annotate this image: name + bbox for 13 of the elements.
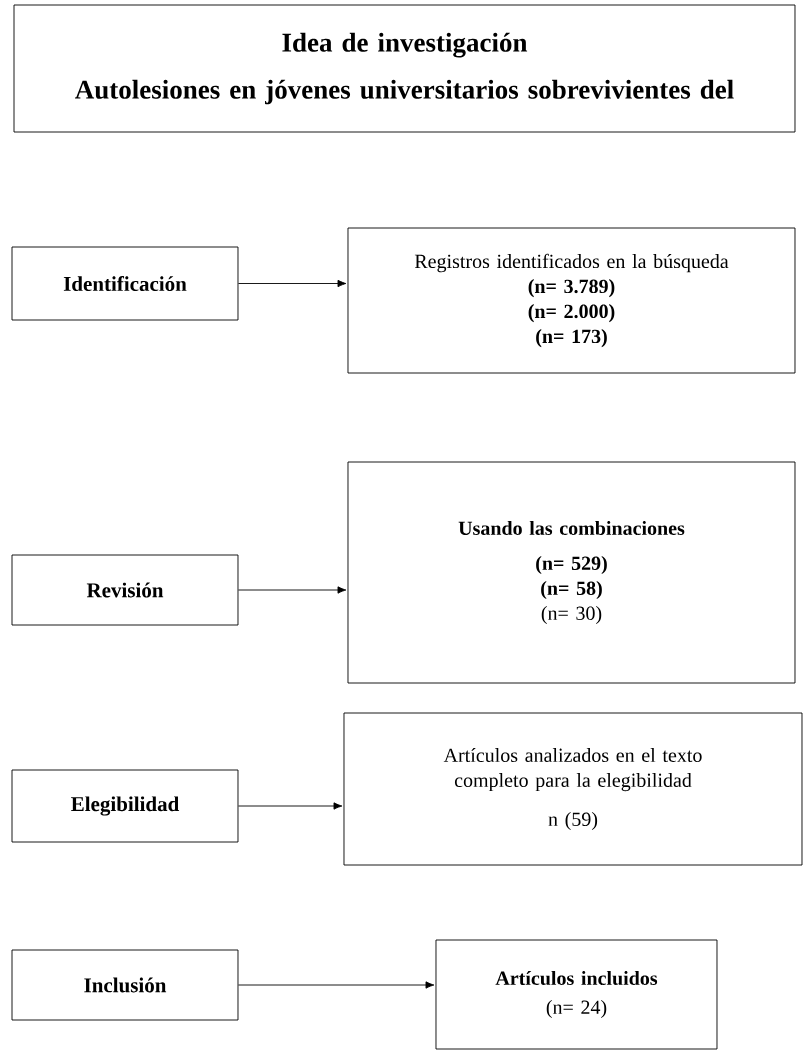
process-box: Usando las combinaciones (n= 529) (n= 58) (n= 30) [347, 461, 796, 684]
arrow [238, 279, 347, 288]
arrow [238, 981, 435, 989]
title-box: Idea de investigación Autolesiones en jóvenes universitarios sobrevivientes del [13, 4, 796, 133]
arrow [238, 802, 343, 810]
stage-box: Identificación [11, 246, 239, 321]
arrow [238, 586, 347, 594]
process-box: Registros identificados en la búsqueda (n= 3.789) (n= 2.000) (n= 173) [347, 227, 796, 374]
process-box: Artículos incluidos (n= 24) [435, 939, 718, 1050]
stage-box: Inclusión [11, 949, 239, 1021]
stage-box: Revisión [11, 554, 239, 626]
process-box: Artículos analizados en el texto completo para la elegibilidad n (59) [343, 712, 803, 866]
stage-box: Elegibilidad [11, 769, 239, 843]
